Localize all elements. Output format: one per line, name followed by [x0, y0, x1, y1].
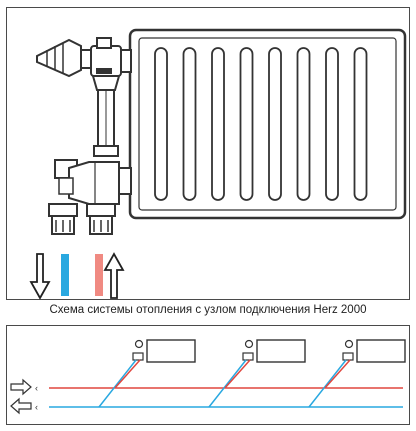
- supply-branch: [208, 359, 247, 408]
- mini-radiator: [256, 339, 306, 363]
- connection-unit-icon: [342, 352, 354, 361]
- diagram-caption: Схема системы отопления с узлом подключе…: [49, 304, 367, 316]
- mini-radiator: [146, 339, 196, 363]
- radiator-fin: [296, 47, 311, 201]
- radiator-fins: [154, 47, 368, 201]
- radiator-unit: [308, 339, 406, 408]
- radiator-detail-drawing: [29, 28, 407, 300]
- thermostatic-head-icon: [36, 38, 92, 78]
- heating-circuit-drawing: ‹ ‹: [10, 339, 406, 415]
- radiator-units: [98, 339, 406, 408]
- double-arrow-left-icon: ‹: [10, 397, 38, 415]
- supply-bar: [61, 254, 69, 296]
- radiator-fin: [239, 47, 254, 201]
- supply-branch: [98, 359, 137, 408]
- radiator-unit: [208, 339, 306, 408]
- return-bar: [95, 254, 103, 296]
- svg-text:‹: ‹: [35, 383, 38, 393]
- mini-radiator: [356, 339, 406, 363]
- return-branch: [324, 359, 351, 389]
- supply-branch: [308, 359, 347, 408]
- radiator-fin: [325, 47, 339, 201]
- herz-2000-connection-unit: [48, 159, 132, 235]
- valve-head-icon: [134, 339, 144, 349]
- upper-valve: [90, 37, 132, 91]
- heating-circuit-panel: ‹ ‹: [6, 325, 410, 425]
- valve-head-icon: [344, 339, 354, 349]
- arrow-up-icon: [103, 252, 125, 299]
- return-branch: [224, 359, 251, 389]
- double-arrow-right-icon: ‹: [10, 378, 38, 396]
- radiator: [128, 28, 407, 220]
- connection-unit-icon: [132, 352, 144, 361]
- radiator-fin: [182, 47, 197, 201]
- radiator-fin: [211, 47, 225, 201]
- radiator-fin: [353, 47, 368, 201]
- valve-head-icon: [244, 339, 254, 349]
- connection-unit-icon: [242, 352, 254, 361]
- return-branch: [114, 359, 141, 389]
- arrow-down-icon: [29, 253, 51, 300]
- radiator-detail-panel: [6, 7, 410, 300]
- radiator-unit: [98, 339, 196, 408]
- radiator-fin: [268, 47, 282, 201]
- svg-text:‹: ‹: [35, 402, 38, 412]
- vertical-connecting-pipe: [93, 89, 119, 157]
- radiator-fin: [154, 47, 168, 201]
